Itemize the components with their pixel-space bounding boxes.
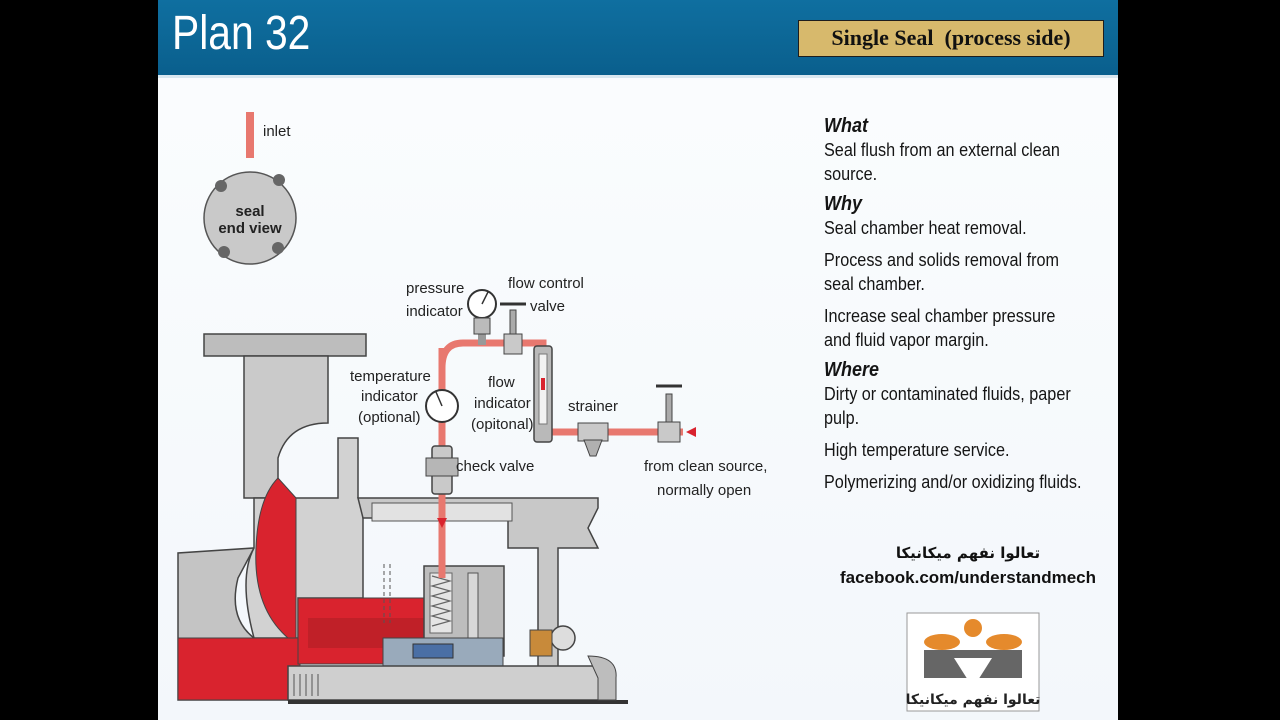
why-item: Seal chamber heat removal.	[824, 218, 1027, 238]
seal-flange	[203, 171, 297, 265]
end-view-label: end view	[218, 220, 282, 237]
where-item: Polymerizing and/or oxidizing fluids.	[824, 472, 1082, 492]
temperature-label-2: indicator	[361, 388, 418, 405]
svg-text:تعالوا نفهم ميكانيكا: تعالوا نفهم ميكانيكا	[906, 692, 1040, 708]
discharge-flange	[203, 333, 367, 357]
where-item: Dirty or contaminated fluids, paper pulp…	[824, 384, 1071, 428]
where-item: High temperature service.	[824, 440, 1010, 460]
seal-end-view: seal end view inlet	[203, 112, 297, 265]
slide: Plan 32 Single Seal (process side) seal …	[158, 0, 1118, 720]
flow-indicator-label-2: indicator	[474, 395, 531, 412]
isolation-valve	[656, 384, 682, 443]
where-heading: Where	[824, 359, 880, 381]
info-panel: What Seal flush from an external clean s…	[824, 108, 1085, 502]
pump-casing	[177, 333, 628, 704]
seal-label: seal	[235, 203, 264, 220]
header-divider	[158, 75, 1118, 78]
header-bar: Plan 32 Single Seal (process side)	[158, 0, 1118, 75]
check-valve-label: check valve	[456, 458, 534, 475]
plan-32-diagram: seal end view inlet	[177, 112, 767, 704]
inlet-label: inlet	[263, 123, 291, 140]
inlet-pipe	[246, 112, 254, 158]
temperature-label: temperature	[350, 368, 431, 385]
flow-arrow-icon	[686, 427, 696, 437]
seal-type-badge: Single Seal (process side)	[798, 20, 1104, 57]
bolt-icon	[218, 246, 230, 258]
flow-indicator-label-3: (opitonal)	[471, 416, 534, 433]
facebook-link[interactable]: facebook.com/understandmech	[839, 568, 1096, 587]
what-text: Seal flush from an external clean source…	[824, 140, 1060, 184]
flow-control-label: flow control	[508, 275, 584, 292]
bearing-seal	[529, 629, 553, 657]
bearing-icon	[550, 625, 576, 651]
pressure-indicator	[467, 289, 497, 345]
bolt-icon	[273, 174, 285, 186]
why-item: Increase seal chamber pressure and fluid…	[824, 306, 1056, 350]
why-item: Process and solids removal from seal cha…	[824, 250, 1059, 294]
check-valve	[425, 445, 459, 495]
seal-face-blue	[412, 643, 454, 659]
clean-source-label: from clean source,	[644, 458, 767, 475]
strainer	[577, 422, 609, 457]
flow-control-valve	[500, 302, 526, 355]
process-fluid-lower	[177, 637, 301, 701]
what-heading: What	[824, 115, 869, 137]
bolt-icon	[215, 180, 227, 192]
discharge-nozzle	[243, 355, 329, 499]
strainer-label: strainer	[568, 398, 618, 415]
impeller-process-fluid	[255, 477, 297, 639]
gland-stud	[467, 572, 479, 644]
temperature-label-3: (optional)	[358, 409, 421, 426]
page-title: Plan 32	[172, 7, 311, 60]
flow-control-label-2: valve	[530, 298, 565, 315]
pressure-label-2: indicator	[406, 303, 463, 320]
clean-source-label-2: normally open	[657, 482, 751, 499]
pressure-label: pressure	[406, 280, 464, 297]
shaft	[287, 665, 609, 701]
flow-arrow-icon	[437, 518, 447, 528]
flow-indicator	[533, 345, 553, 443]
bolt-icon	[272, 242, 284, 254]
temperature-indicator	[425, 389, 459, 423]
brand-logo: تعالوا نفهم ميكانيكا	[906, 612, 1040, 712]
arabic-caption: تعالوا نفهم ميكانيكا	[895, 544, 1041, 562]
flow-indicator-label: flow	[488, 374, 515, 391]
why-heading: Why	[824, 193, 862, 215]
